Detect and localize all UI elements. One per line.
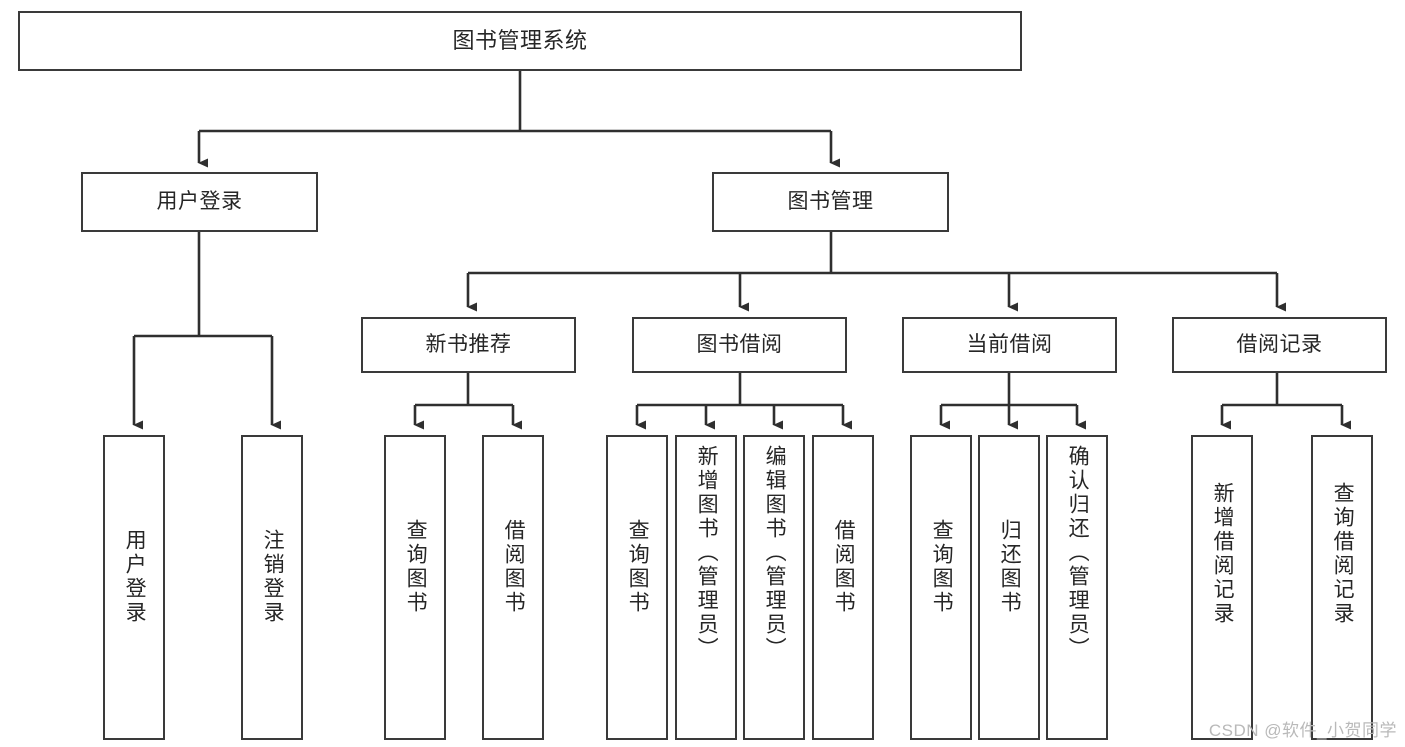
leaf-confirm-return-label: 确认归还（管理员） bbox=[1066, 445, 1090, 661]
leaf-query-book-1[interactable]: 查询图书 bbox=[384, 435, 446, 740]
leaf-logout-label: 注销登录 bbox=[261, 529, 285, 625]
node-root[interactable]: 图书管理系统 bbox=[18, 11, 1022, 71]
leaf-add-record-label: 新增借阅记录 bbox=[1211, 482, 1235, 626]
leaf-borrow-book-1-label: 借阅图书 bbox=[502, 519, 526, 615]
node-current-borrow[interactable]: 当前借阅 bbox=[902, 317, 1117, 373]
leaf-user-login-label: 用户登录 bbox=[123, 529, 147, 625]
leaf-logout[interactable]: 注销登录 bbox=[241, 435, 303, 740]
leaf-query-book-3-label: 查询图书 bbox=[930, 519, 954, 615]
leaf-return-book-label: 归还图书 bbox=[998, 519, 1022, 615]
leaf-return-book[interactable]: 归还图书 bbox=[978, 435, 1040, 740]
node-user-login[interactable]: 用户登录 bbox=[81, 172, 318, 232]
leaf-query-book-2[interactable]: 查询图书 bbox=[606, 435, 668, 740]
leaf-query-record[interactable]: 查询借阅记录 bbox=[1311, 435, 1373, 740]
node-book-borrow-label: 图书借阅 bbox=[696, 333, 783, 357]
leaf-add-record[interactable]: 新增借阅记录 bbox=[1191, 435, 1253, 740]
node-book-manage-label: 图书管理 bbox=[787, 190, 874, 214]
leaf-user-login[interactable]: 用户登录 bbox=[103, 435, 165, 740]
node-new-book-recommend-label: 新书推荐 bbox=[425, 333, 512, 357]
node-user-login-label: 用户登录 bbox=[156, 190, 243, 214]
leaf-add-book-label: 新增图书（管理员） bbox=[695, 445, 719, 661]
leaf-add-book[interactable]: 新增图书（管理员） bbox=[675, 435, 737, 740]
node-book-borrow[interactable]: 图书借阅 bbox=[632, 317, 847, 373]
csdn-watermark: CSDN @软件_小贺同学 bbox=[1208, 721, 1397, 740]
leaf-edit-book[interactable]: 编辑图书（管理员） bbox=[743, 435, 805, 740]
node-book-manage[interactable]: 图书管理 bbox=[712, 172, 949, 232]
leaf-query-book-2-label: 查询图书 bbox=[626, 519, 650, 615]
node-borrow-record-label: 借阅记录 bbox=[1236, 333, 1323, 357]
leaf-edit-book-label: 编辑图书（管理员） bbox=[763, 445, 787, 661]
node-borrow-record[interactable]: 借阅记录 bbox=[1172, 317, 1387, 373]
leaf-query-book-1-label: 查询图书 bbox=[404, 519, 428, 615]
leaf-borrow-book-1[interactable]: 借阅图书 bbox=[482, 435, 544, 740]
leaf-borrow-book-2[interactable]: 借阅图书 bbox=[812, 435, 874, 740]
node-current-borrow-label: 当前借阅 bbox=[966, 333, 1053, 357]
node-new-book-recommend[interactable]: 新书推荐 bbox=[361, 317, 576, 373]
leaf-query-book-3[interactable]: 查询图书 bbox=[910, 435, 972, 740]
leaf-borrow-book-2-label: 借阅图书 bbox=[832, 519, 856, 615]
leaf-query-record-label: 查询借阅记录 bbox=[1331, 482, 1355, 626]
node-root-label: 图书管理系统 bbox=[452, 27, 588, 53]
leaf-confirm-return[interactable]: 确认归还（管理员） bbox=[1046, 435, 1108, 740]
